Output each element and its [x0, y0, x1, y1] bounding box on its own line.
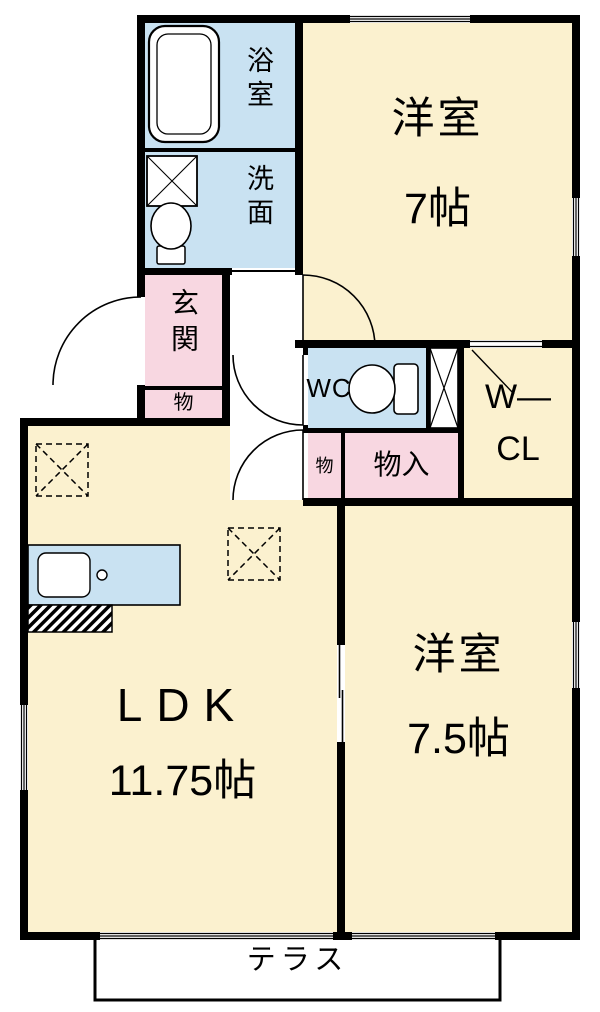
window-right-bedroom1: [572, 198, 580, 256]
bedroom1-floor: [303, 23, 572, 340]
terrace-door-bedroom2: [352, 932, 495, 940]
wcl-floor: [464, 348, 572, 498]
bedroom1-size: 7帖: [404, 185, 471, 233]
entrance-floor: [145, 275, 222, 386]
sliding-door-ldk-bedroom2: [338, 645, 344, 742]
hall-storage-floor: [308, 433, 341, 498]
terrace-label: テラス: [246, 944, 349, 976]
bathtub-icon: [147, 24, 221, 144]
wcl-label-line2: CL: [496, 430, 540, 468]
room-fills: [28, 23, 572, 932]
bedroom2-floor: [345, 506, 572, 932]
ldk-door-arc: [232, 429, 304, 501]
terrace-door-ldk: [100, 932, 333, 940]
windows: [20, 15, 580, 940]
ldk-floor-2: [230, 500, 337, 932]
entrance-door-arc: [52, 296, 142, 386]
ac-unit-icon: [35, 443, 89, 497]
terrace-outline: [93, 940, 502, 1002]
doors: [52, 270, 515, 742]
bedroom1-label: 洋室: [391, 95, 484, 143]
faucet-icon: [96, 569, 108, 581]
entrance-label: 玄関: [168, 288, 199, 360]
wc-label: WC: [306, 373, 352, 403]
toilet-icon: [348, 363, 419, 415]
entrance-storage-label: 物: [173, 392, 194, 414]
entrance-storage-floor: [145, 390, 222, 418]
wcl-label-line1: W—: [484, 378, 552, 416]
ldk-label: LDK: [116, 679, 249, 731]
ac-unit-icon-2: [227, 527, 281, 581]
kitchen-sink-icon: [37, 552, 91, 598]
bedroom1-door-arc: [302, 274, 376, 348]
hall-storage-label: 物: [315, 456, 334, 476]
bedroom2-size: 7.5帖: [407, 715, 510, 763]
closet-floor: [345, 433, 458, 498]
window-left-ldk: [20, 705, 28, 790]
window-right-bedroom2: [572, 622, 580, 688]
washbasin-icon: [150, 202, 192, 265]
entrance-opening: [137, 297, 145, 385]
wcl-door-leaf: [471, 349, 515, 395]
closet-label: 物入: [373, 449, 430, 480]
ldk-floor: [28, 426, 230, 932]
window-top-bedroom1: [350, 15, 470, 23]
ldk-size: 11.75帖: [108, 757, 257, 805]
kitchen-counter: [27, 544, 181, 606]
wc-door-arc: [232, 354, 304, 426]
bedroom2-label: 洋室: [412, 631, 505, 679]
washing-machine-icon: [146, 155, 198, 207]
pipe-shaft-icon: [429, 347, 459, 429]
bath-label: 浴室: [243, 46, 273, 114]
counter-hatch-block: [27, 604, 113, 633]
washroom-label: 洗面: [243, 164, 273, 232]
wcl-opening: [470, 340, 542, 348]
